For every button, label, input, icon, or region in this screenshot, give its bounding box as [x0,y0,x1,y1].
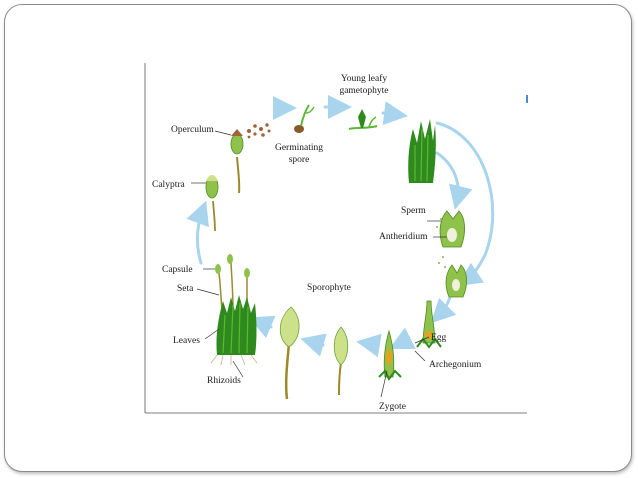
moss-life-cycle-diagram: Young leafy gametophyte Operculum Germin… [144,63,528,414]
label-seta: Seta [177,284,194,294]
label-sporophyte: Sporophyte [307,283,351,293]
label-sperm: Sperm [401,206,426,216]
calyptra-illustration [205,175,219,232]
label-capsule: Capsule [162,265,193,275]
arrow-young-to-mature-sporophyte [300,333,327,357]
label-leaves: Leaves [173,336,200,346]
label-young-leafy-gametophyte-line2: gametophyte [339,86,388,96]
moss-clump-illustration [210,254,258,366]
pointer-lines [191,130,447,398]
arrow-outer-right-curve [435,121,495,286]
arrow-zygote-to-young-sporophyte [356,333,382,358]
slide-frame: Young leafy gametophyte Operculum Germin… [4,4,632,472]
germinating-spore-illustration [294,104,315,133]
zygote-illustration [378,329,402,381]
young-sporophyte-illustration [333,326,349,396]
operculum-capsule-illustration [230,129,244,194]
young-gametophyte-illustration [348,109,378,130]
spores [247,123,271,139]
sporophyte-illustration [279,306,300,400]
archegonium-illustration [416,300,442,349]
label-calyptra: Calyptra [152,180,185,190]
label-egg: Egg [431,333,447,343]
label-zygote: Zygote [379,402,406,412]
arrow-gametophyte-to-mature [381,101,408,126]
label-operculum: Operculum [171,125,214,135]
label-young-leafy-gametophyte-line1: Young leafy [341,73,388,84]
label-rhizoids: Rhizoids [207,376,241,386]
label-germinating-spore-line1: Germinating [275,143,323,153]
arrow-archegonium-to-zygote [388,327,416,350]
antheridium-illustration [436,210,465,268]
cycle-arrows [186,95,495,358]
label-archegonium: Archegonium [429,360,482,370]
arrow-inner-right-curve [435,151,473,210]
arrow-sporophyte-to-moss [248,315,276,338]
arrow-moss-to-calyptra [186,200,209,265]
antheridium-second-illustration [445,264,467,298]
label-germinating-spore-line2: spore [289,155,310,165]
label-antheridium: Antheridium [379,232,428,242]
arrow-to-archegonium [430,295,457,324]
mature-gametophyte-illustration [408,119,436,183]
